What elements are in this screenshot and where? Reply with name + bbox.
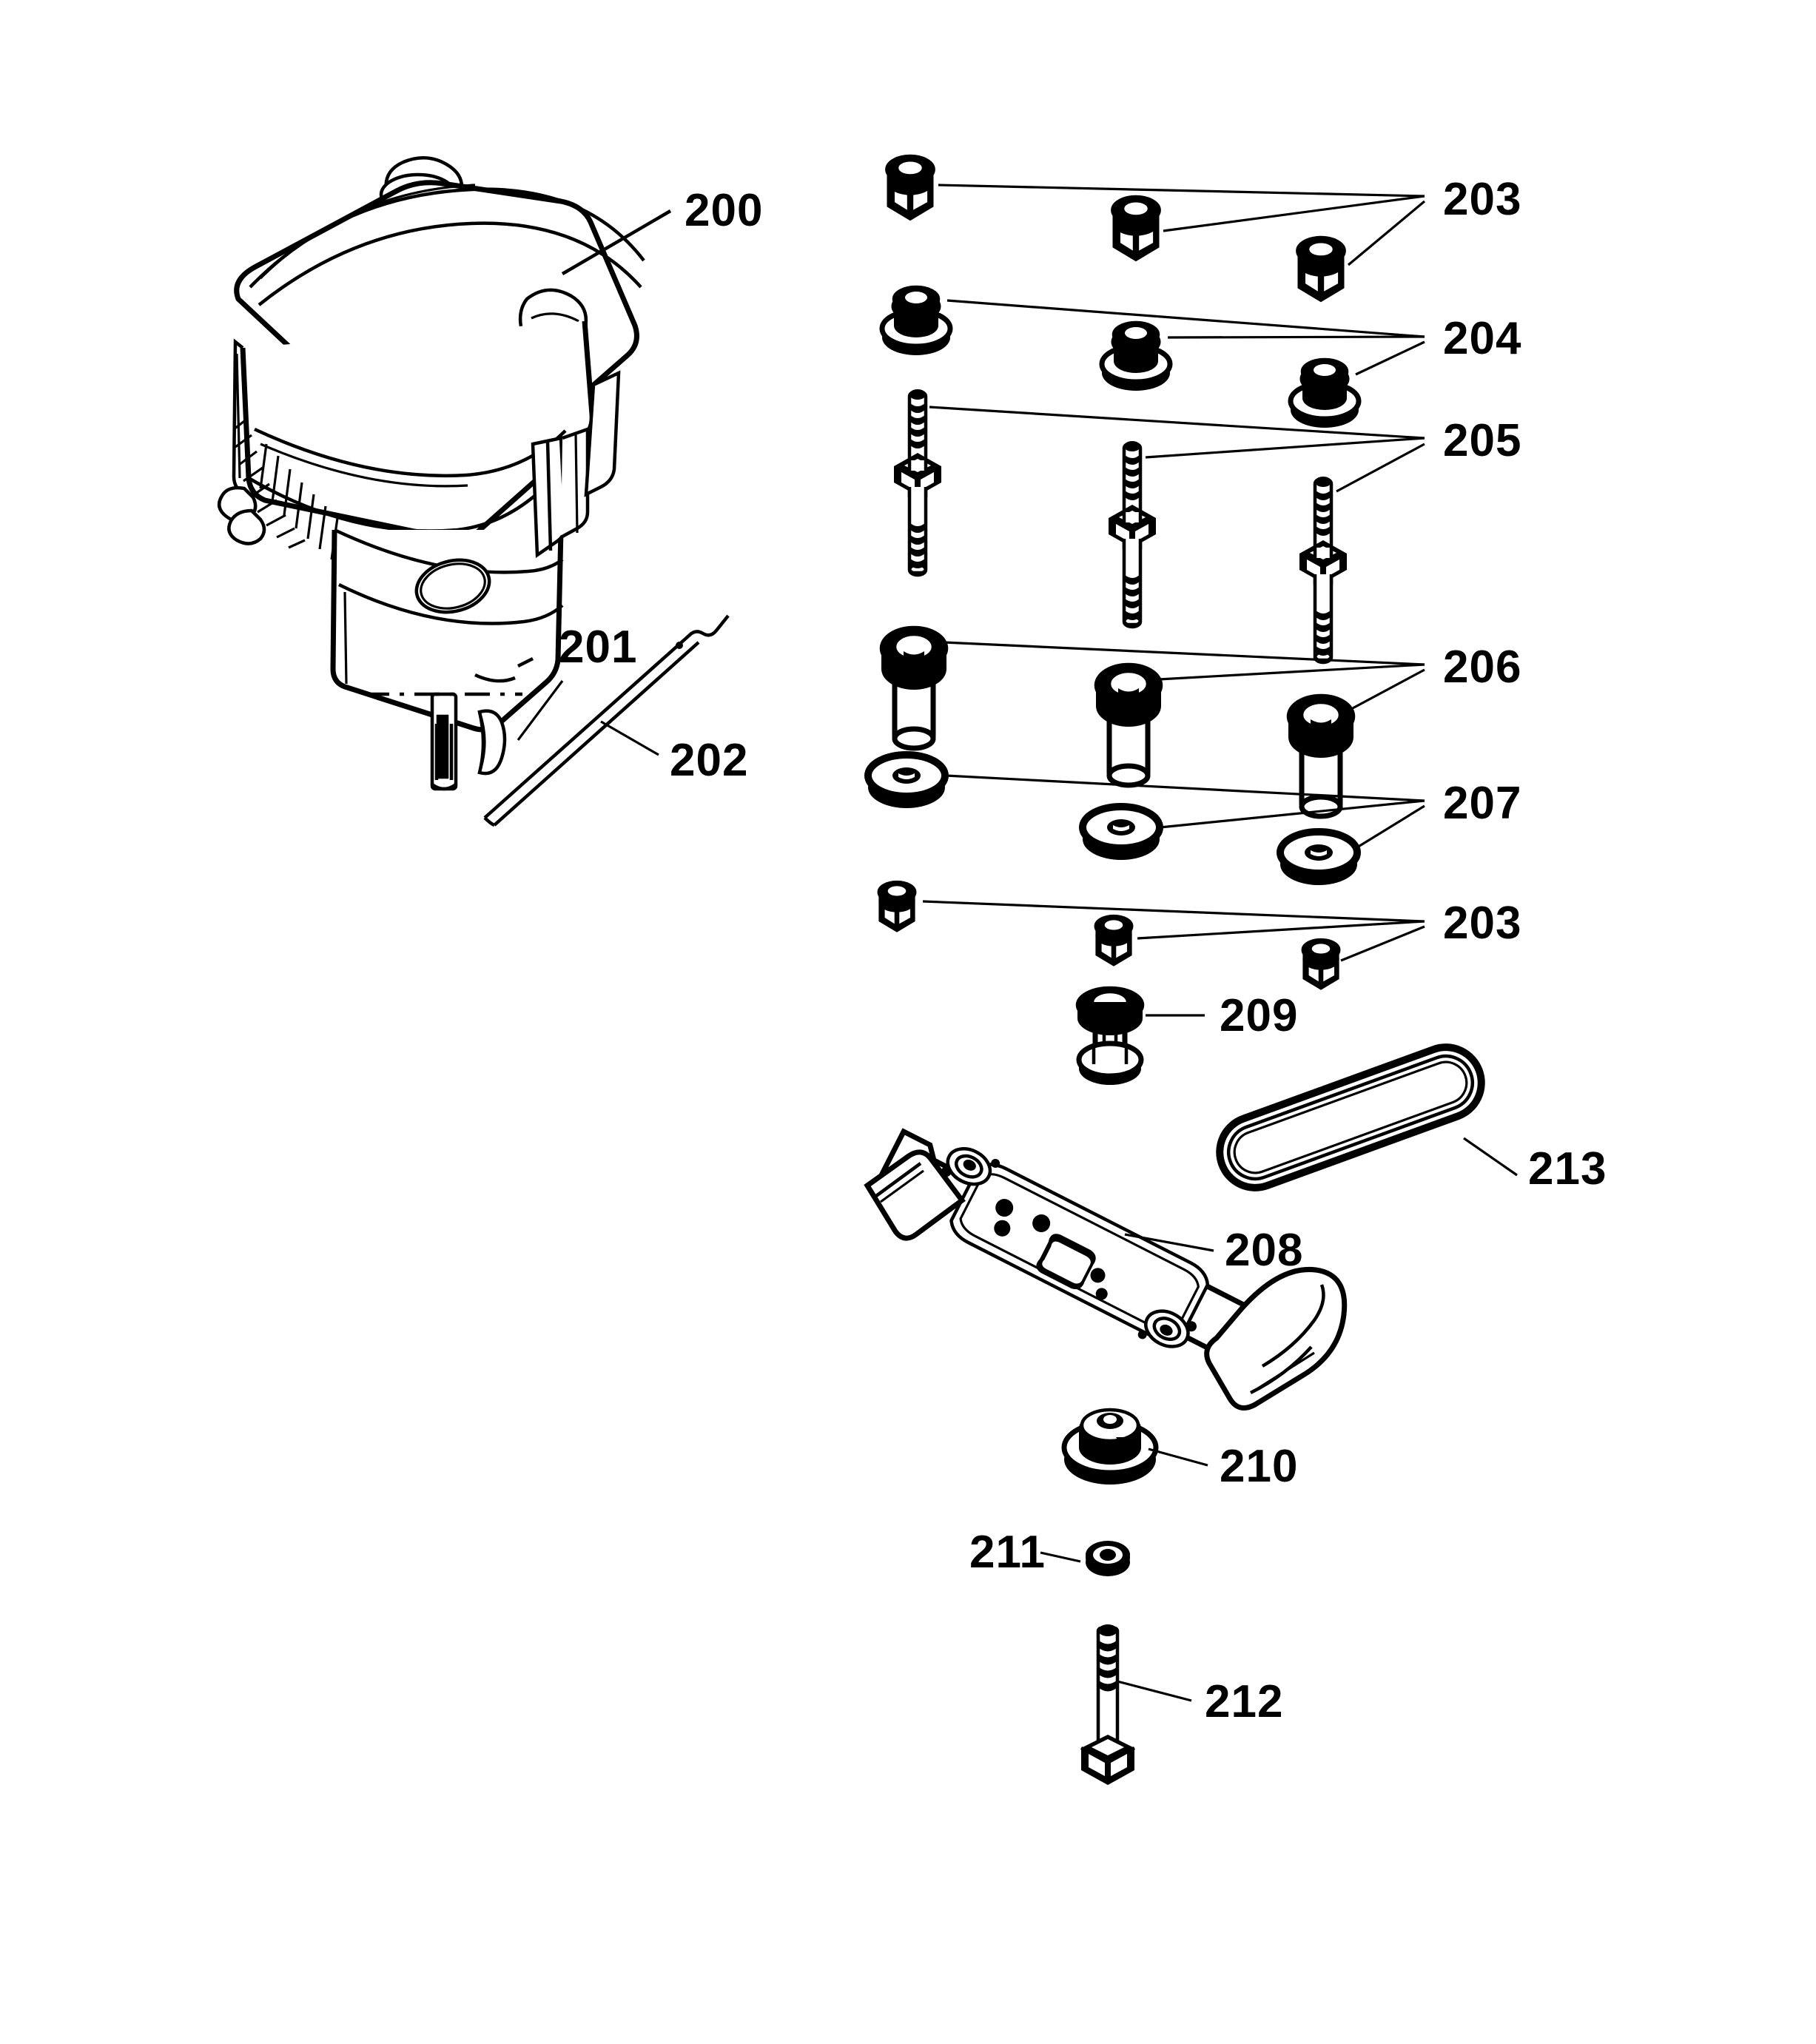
callout-202: 202 — [670, 735, 748, 786]
leader-206 — [944, 641, 1425, 710]
blade-adapter-hub-drawing — [1061, 1408, 1159, 1485]
callout-210: 210 — [1220, 1441, 1298, 1492]
leader-208 — [1124, 1233, 1214, 1252]
leader-201 — [517, 680, 564, 741]
callout-208: 208 — [1225, 1225, 1303, 1276]
callout-213: 213 — [1528, 1143, 1607, 1194]
leader-200 — [561, 209, 672, 275]
flat-washer — [1280, 832, 1357, 885]
leader-212 — [1117, 1680, 1192, 1702]
callout-209: 209 — [1220, 990, 1298, 1041]
callout-206: 206 — [1443, 642, 1521, 693]
blade-washer-drawing — [1086, 1541, 1130, 1576]
blade-bolt-drawing — [1080, 1624, 1136, 1785]
engine-assembly-drawing — [217, 156, 645, 791]
cutting-blade-drawing — [864, 1128, 1348, 1411]
callout-203-bottom: 203 — [1443, 898, 1521, 949]
leader-213 — [1463, 1137, 1518, 1177]
callout-211: 211 — [969, 1527, 1046, 1578]
leader-203-bottom — [922, 900, 1425, 962]
key-woodruff-drawing — [477, 709, 507, 776]
leader-207 — [945, 774, 1425, 849]
leader-204 — [946, 299, 1425, 376]
flat-washer — [868, 755, 945, 808]
v-belt-drawing — [1216, 1043, 1485, 1191]
leader-211 — [1040, 1551, 1081, 1563]
leader-202 — [600, 720, 659, 756]
dipstick-rod-drawing — [483, 614, 730, 827]
callout-205: 205 — [1443, 415, 1521, 466]
callout-200: 200 — [685, 185, 763, 236]
callout-201: 201 — [559, 622, 637, 673]
callout-203-top: 203 — [1443, 174, 1521, 225]
leader-205 — [929, 406, 1425, 493]
callout-204: 204 — [1443, 313, 1521, 364]
leader-210 — [1148, 1448, 1208, 1467]
leader-203-top — [938, 184, 1426, 266]
flat-washer — [1083, 807, 1160, 860]
callout-207: 207 — [1443, 778, 1521, 829]
callout-212: 212 — [1205, 1676, 1283, 1727]
